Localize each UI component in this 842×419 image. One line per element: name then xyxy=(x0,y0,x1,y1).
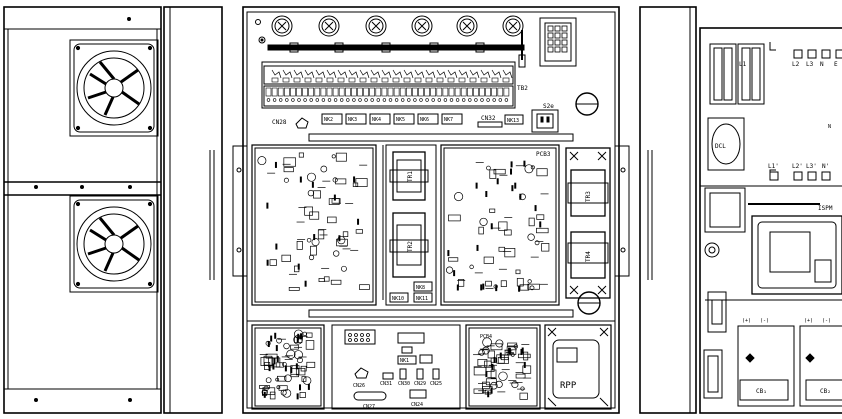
right-cabinet-internal-view: L1 L2 L3 N E DCL N L1' L2' L3' N' xyxy=(699,27,842,414)
cable-gland-icon xyxy=(577,291,601,315)
transformer-bay-right: TR3 TR4 xyxy=(565,147,611,299)
tb2-label: TB2 xyxy=(517,85,528,92)
cn32-label: CN32 xyxy=(481,115,496,122)
cb1-label: CB₁ xyxy=(756,388,767,395)
nk13-relay: NK13 xyxy=(504,114,524,125)
right-control-pcb: PCB3 xyxy=(440,144,560,306)
nk-relay-nk4: NK4 xyxy=(369,113,391,125)
svg-text:(+) (-) (+): (+) (-) (+) (-) xyxy=(742,318,831,324)
rpp-module: RPP xyxy=(544,324,612,410)
lower-fan-icon xyxy=(69,195,159,293)
s2e-label: S2e xyxy=(543,103,554,110)
svg-text:NK5: NK5 xyxy=(396,117,405,123)
n-label: N xyxy=(828,124,831,130)
svg-text:CN24: CN24 xyxy=(411,402,423,408)
svg-text:NK4: NK4 xyxy=(372,117,381,123)
transformer-tr1: TR1 xyxy=(389,151,429,201)
cn27-connector: CN27 xyxy=(353,391,387,410)
nk11-relay: NK11 xyxy=(413,292,433,303)
svg-text:NK3: NK3 xyxy=(348,117,357,123)
terminal-label-mid: L1' L2' L3' N' xyxy=(768,163,829,170)
nk1-relay: NK1 xyxy=(397,355,417,365)
terminal-block-tb2 xyxy=(265,69,513,102)
left-cabinet-side-view xyxy=(3,6,162,414)
svg-text:ISPM: ISPM xyxy=(818,205,833,212)
cn30-label: CN30 xyxy=(398,381,410,387)
cn25-label: CN25 xyxy=(430,381,442,387)
transformer-tr3: TR3 xyxy=(567,169,609,217)
svg-text:NK1: NK1 xyxy=(400,358,409,364)
cn24-connector: CN24 xyxy=(409,389,427,408)
nk-relay-row: NK2 NK3 NK4 NK5 NK6 NK7 xyxy=(321,113,463,125)
left-control-pcb xyxy=(251,144,377,306)
cable-gland-icon xyxy=(575,92,599,116)
transformer-tr2: TR2 xyxy=(389,212,429,278)
lower-left-pcb xyxy=(251,324,325,410)
svg-text:TR4: TR4 xyxy=(585,251,592,262)
svg-text:NK6: NK6 xyxy=(420,117,429,123)
cn29-label: CN29 xyxy=(414,381,426,387)
rpp-label: RPP xyxy=(560,381,577,391)
lower-center-connectors: NK1 CN26 CN31 CN30 CN29 CN25 CN27 CN24 xyxy=(331,324,461,410)
lower-right-pcb: PCB4 xyxy=(465,324,541,410)
dc-reactor-dcl: DCL xyxy=(707,117,745,171)
svg-text:NK11: NK11 xyxy=(416,296,428,302)
nk8-relay: NK8 xyxy=(413,281,433,292)
svg-text:NK13: NK13 xyxy=(507,118,519,124)
nk-relay-nk5: NK5 xyxy=(393,113,415,125)
svg-text:CN27: CN27 xyxy=(363,404,375,410)
svg-text:TR1: TR1 xyxy=(407,171,414,182)
terminal-label-top: L1 L2 L3 N E xyxy=(739,61,838,68)
pcb3-label: PCB3 xyxy=(536,151,551,158)
breaker-row xyxy=(271,15,524,37)
outlet-socket-icon xyxy=(531,109,559,133)
svg-text:TR3: TR3 xyxy=(585,191,592,202)
svg-text:NK10: NK10 xyxy=(392,296,404,302)
ispm-module: ISPM xyxy=(748,203,833,212)
cb2-label: CB₂ xyxy=(820,388,831,395)
cn26-connector: CN26 xyxy=(353,367,369,389)
pcb4-label: PCB4 xyxy=(480,334,492,340)
left-door-panel xyxy=(163,6,223,414)
cn28-label: CN28 xyxy=(272,119,287,126)
nk10-relay: NK10 xyxy=(389,292,409,303)
connector-block-icon xyxy=(539,17,577,67)
nk-relay-nk6: NK6 xyxy=(417,113,439,125)
nk-relay-nk3: NK3 xyxy=(345,113,367,125)
svg-text:CN26: CN26 xyxy=(353,383,365,389)
right-door-panel xyxy=(639,6,697,414)
nk-relay-nk2: NK2 xyxy=(321,113,343,125)
cn31-label: CN31 xyxy=(380,381,392,387)
nk-relay-nk7: NK7 xyxy=(441,113,463,125)
svg-text:TR2: TR2 xyxy=(407,241,414,252)
upper-fan-icon xyxy=(69,39,159,137)
capacitor-bank: (+) (-) (+) (-) CB₁ CB₂ xyxy=(737,318,842,407)
main-panel-front-view: TB2 CN28 NK2 NK3 NK4 NK5 NK6 NK7 CN32 NK13 S2… xyxy=(232,6,630,414)
svg-text:NK7: NK7 xyxy=(444,117,453,123)
svg-text:NK8: NK8 xyxy=(416,285,425,291)
svg-text:DCL: DCL xyxy=(715,143,726,150)
transformer-tr4: TR4 xyxy=(567,231,609,279)
svg-text:NK2: NK2 xyxy=(324,117,333,123)
